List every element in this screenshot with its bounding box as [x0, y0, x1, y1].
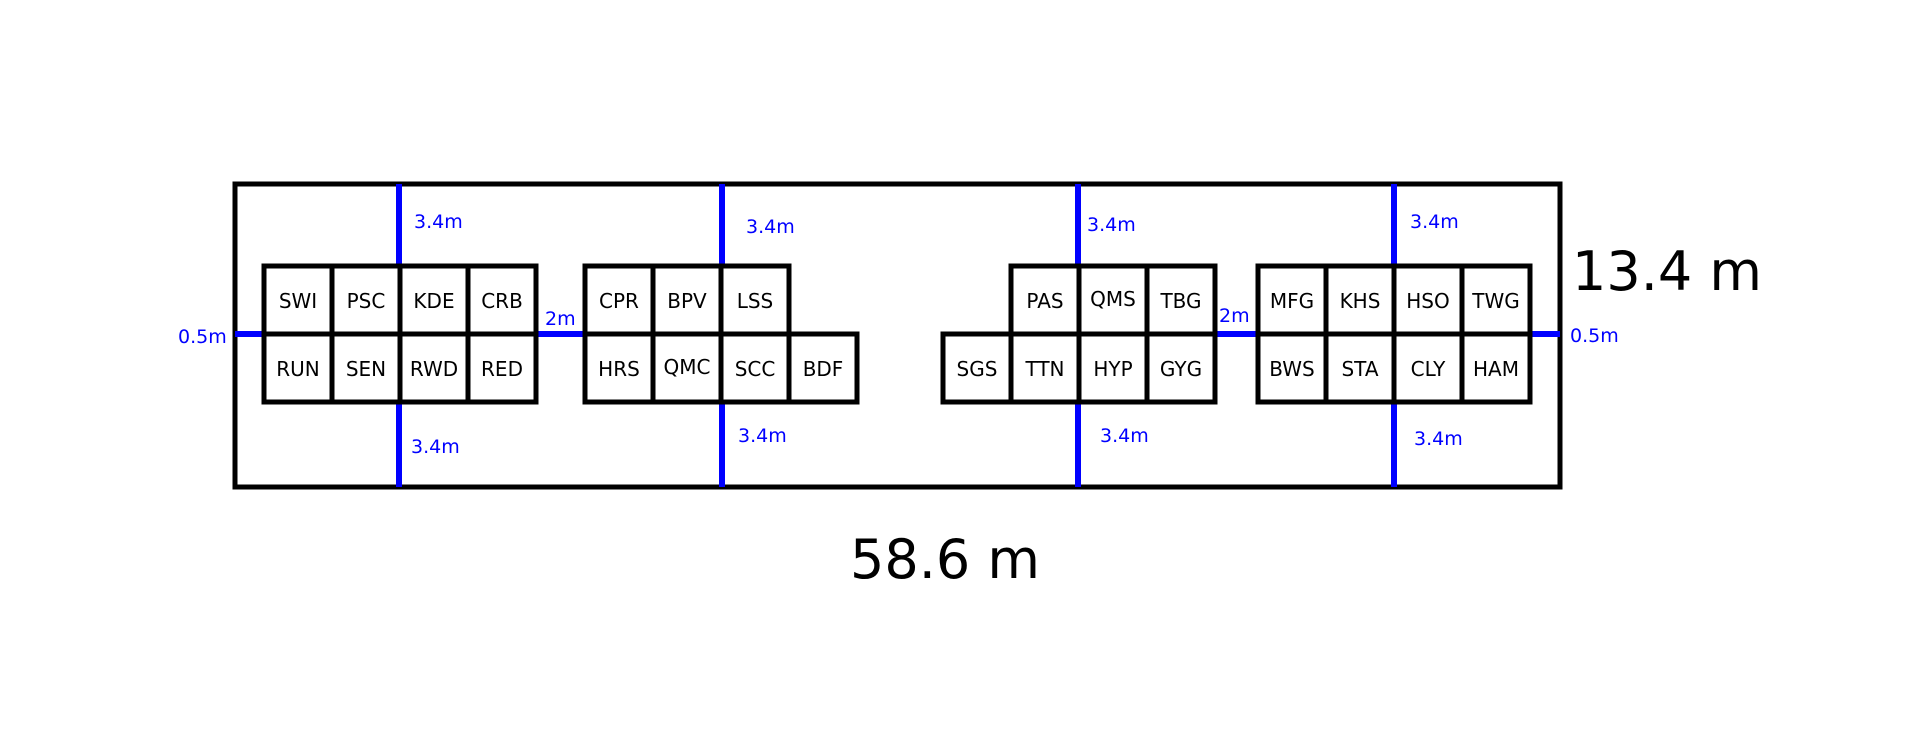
aisle-top-label-1: 3.4m: [414, 211, 463, 233]
booth-label: MFG: [1270, 289, 1314, 313]
booth: [786, 331, 860, 405]
booth: [261, 331, 335, 405]
booth-label: BWS: [1269, 357, 1314, 381]
booth-label: SWI: [279, 289, 317, 313]
gap-left-label: 0.5m: [178, 326, 227, 348]
booth: [1144, 263, 1218, 337]
booth-label: CLY: [1411, 357, 1446, 381]
booth-label: SCC: [735, 357, 776, 381]
booth-label: HRS: [598, 357, 640, 381]
aisle-top-label-2: 3.4m: [746, 216, 795, 238]
booth-label: PAS: [1026, 289, 1063, 313]
gap-middle-right-label: 2m: [1219, 305, 1250, 327]
booth-label: QMC: [664, 355, 711, 379]
booth-label: STA: [1341, 357, 1378, 381]
booth-label: SEN: [346, 357, 386, 381]
booth-label: QMS: [1090, 287, 1136, 311]
booth: [1459, 331, 1533, 405]
booth-label: HAM: [1473, 357, 1519, 381]
aisle-bottom-label-3: 3.4m: [1100, 425, 1149, 447]
booth: [582, 331, 656, 405]
booth-label: CRB: [481, 289, 523, 313]
booth: [329, 331, 403, 405]
hall-width-label: 58.6 m: [850, 528, 1040, 591]
booth-label: KHS: [1340, 289, 1381, 313]
booth-label: SGS: [957, 357, 998, 381]
booth-label: RUN: [276, 357, 320, 381]
booth-label: BDF: [803, 357, 844, 381]
booth-label: RWD: [410, 357, 458, 381]
booth-label: RED: [481, 357, 523, 381]
hall-height-label: 13.4 m: [1572, 240, 1762, 303]
booth-label: GYG: [1160, 357, 1202, 381]
aisle-bottom-label-4: 3.4m: [1414, 428, 1463, 450]
booth-group-4: MFG KHS HSO TWG BWS STA CLY HAM: [1255, 263, 1533, 405]
booth: [1144, 331, 1218, 405]
booth-group-2: CPR BPV LSS HRS QMC SCC BDF: [582, 263, 860, 405]
booth-label: TWG: [1471, 289, 1520, 313]
gap-middle-left-label: 2m: [545, 308, 576, 330]
booth-label: KDE: [413, 289, 454, 313]
booth-group-1: SWI PSC KDE CRB RUN SEN RWD RED: [261, 263, 539, 405]
booth-group-3: PAS QMS TBG SGS TTN HYP GYG: [940, 263, 1218, 405]
booth: [1391, 263, 1465, 337]
aisle-bottom-label-1: 3.4m: [411, 436, 460, 458]
booth-label: HSO: [1406, 289, 1449, 313]
booth-label: BPV: [667, 289, 707, 313]
aisle-top-label-3: 3.4m: [1087, 214, 1136, 236]
booth-label: PSC: [347, 289, 386, 313]
booth-label: LSS: [737, 289, 774, 313]
booth: [718, 263, 792, 337]
booth: [1076, 331, 1150, 405]
aisle-top-label-4: 3.4m: [1410, 211, 1459, 233]
booth: [1391, 331, 1465, 405]
gap-right-label: 0.5m: [1570, 325, 1619, 347]
aisle-bottom-label-2: 3.4m: [738, 425, 787, 447]
booth-label: TTN: [1024, 357, 1064, 381]
booth: [465, 331, 539, 405]
booth-label: TBG: [1159, 289, 1201, 313]
booth: [1076, 263, 1150, 337]
booth-label: CPR: [599, 289, 639, 313]
booth-label: HYP: [1093, 357, 1132, 381]
